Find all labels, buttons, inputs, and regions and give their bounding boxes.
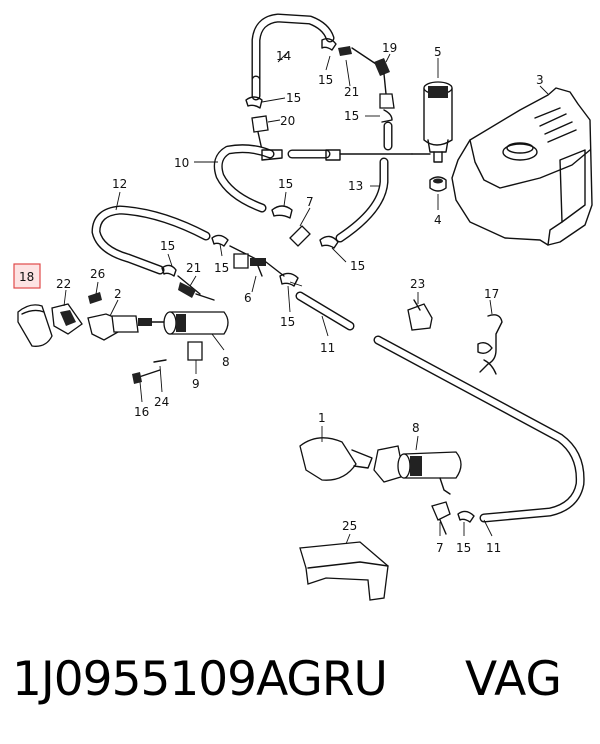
- callout-11: 11: [486, 541, 501, 555]
- callout-26: 26: [90, 267, 105, 281]
- callout-8: 8: [412, 421, 420, 435]
- callout-15: 15: [318, 73, 333, 87]
- hose-13: [335, 157, 389, 243]
- callout-23: 23: [410, 277, 425, 291]
- callout-24: 24: [154, 395, 169, 409]
- callout-22: 22: [56, 277, 71, 291]
- callout-15: 15: [286, 91, 301, 105]
- callout-3: 3: [536, 73, 544, 87]
- callout-14: 14: [276, 49, 291, 63]
- pump-grommet: [429, 176, 447, 192]
- leader-lines: [63, 51, 549, 545]
- callout-15: 15: [278, 177, 293, 191]
- left-washer-nozzle-assembly: [17, 292, 229, 384]
- callout-7: 7: [306, 195, 314, 209]
- callout-19: 19: [382, 41, 397, 55]
- callout-5: 5: [434, 45, 442, 59]
- callout-21: 21: [344, 85, 359, 99]
- callout-20: 20: [280, 114, 295, 128]
- bracket-17: [477, 314, 503, 375]
- clip-23: [407, 299, 433, 331]
- brand-name: VAG: [465, 652, 562, 707]
- callout-17: 17: [484, 287, 499, 301]
- callout-15: 15: [214, 261, 229, 275]
- callout-13: 13: [348, 179, 363, 193]
- callout-labels: 14 15 19 21 5 3 15 20 15 10 13 4 15 7 12…: [19, 41, 544, 555]
- callout-18: 18: [19, 270, 34, 284]
- callout-11: 11: [320, 341, 335, 355]
- callout-15: 15: [456, 541, 471, 555]
- callout-15: 15: [350, 259, 365, 273]
- trim-25: [299, 541, 389, 601]
- clips-mid: [161, 205, 339, 287]
- callout-10: 10: [174, 156, 189, 170]
- hose-12: [91, 205, 211, 275]
- callout-25: 25: [342, 519, 357, 533]
- right-washer-nozzle-assembly: [299, 437, 475, 535]
- part-number: 1J0955109AGRU: [12, 652, 388, 707]
- callout-15: 15: [160, 239, 175, 253]
- callout-9: 9: [192, 377, 200, 391]
- parts-exploded-diagram: 14 15 19 21 5 3 15 20 15 10 13 4 15 7 12…: [13, 13, 593, 601]
- callout-1: 1: [318, 411, 326, 425]
- callout-7: 7: [436, 541, 444, 555]
- callout-15: 15: [280, 315, 295, 329]
- hose-11: [295, 291, 585, 523]
- callout-6: 6: [244, 291, 252, 305]
- washer-reservoir: [451, 87, 593, 246]
- callout-18-highlight: [13, 263, 41, 289]
- callout-12: 12: [112, 177, 127, 191]
- hose-10: [213, 144, 413, 213]
- washer-pump: [411, 81, 453, 163]
- t-piece-and-connectors: [177, 225, 311, 301]
- callout-21: 21: [186, 261, 201, 275]
- callout-4: 4: [434, 213, 442, 227]
- hose-14: [251, 13, 335, 101]
- callout-15: 15: [344, 109, 359, 123]
- connectors-top: [245, 37, 395, 151]
- callout-16: 16: [134, 405, 149, 419]
- callout-2: 2: [114, 287, 122, 301]
- callout-8: 8: [222, 355, 230, 369]
